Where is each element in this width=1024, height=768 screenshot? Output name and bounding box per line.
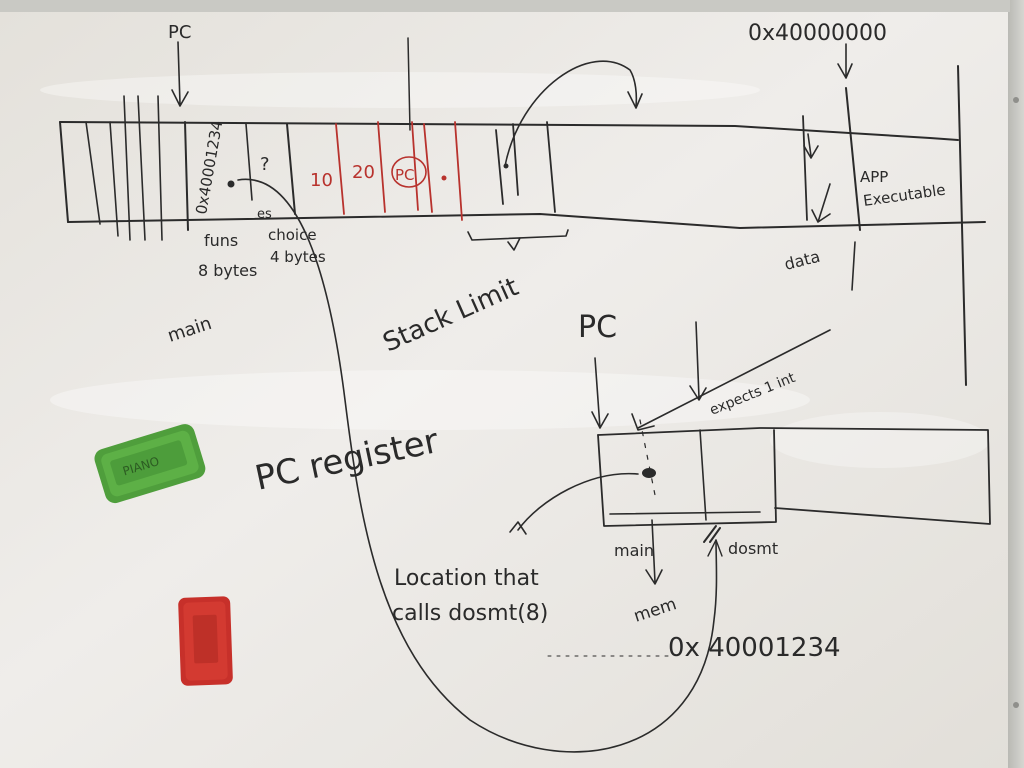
glare [40,72,760,108]
lower-memory-diagram [237,178,991,753]
rail-screw-top [1013,97,1019,103]
board-surface [0,12,1008,768]
value-10: 10 [310,170,333,191]
location-label-2: calls dosmt(8) [392,601,548,626]
funs-label: funs [204,231,238,250]
board-right-rail [1008,0,1024,768]
pc-mid-label: PC [578,310,617,345]
funs-bytes-label: 8 bytes [198,261,257,280]
board-top-rail [0,0,1010,12]
location-label-1: Location that [394,566,539,591]
memory-strip [59,37,986,386]
pointer-blob [642,468,656,478]
pc-top-label: PC [168,22,191,43]
rail-screw-bottom [1013,702,1019,708]
choice-bytes-label: 4 bytes [270,248,326,266]
address-top-label: 0x40000000 [748,21,887,46]
green-eraser[interactable]: PIANO [92,422,208,506]
red-dot [441,175,447,181]
pc-circle [391,156,427,188]
address-bottom-label: 0x 40001234 [668,633,841,663]
red-eraser[interactable] [178,596,233,686]
pointer-dot [227,180,235,188]
app-label: APP [860,168,888,186]
dosmt-label: dosmt [728,539,778,558]
value-20: 20 [352,162,375,183]
question-mark: ? [260,154,270,175]
main-bottom-label: main [614,541,654,560]
es-label: es [257,207,272,222]
value-pc: PC [395,166,415,184]
glare [50,370,810,430]
glare [770,412,990,468]
